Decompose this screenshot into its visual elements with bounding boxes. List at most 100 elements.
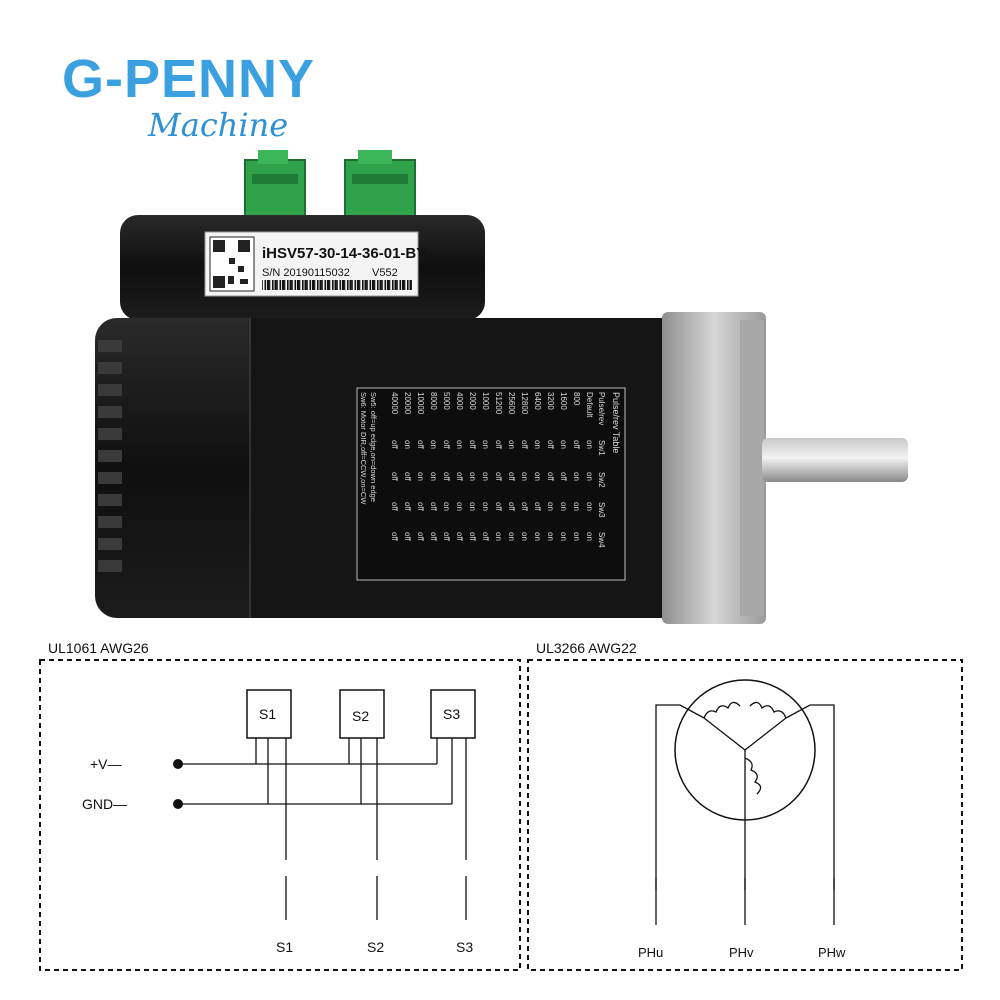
pulse-table-cell: on <box>481 472 490 481</box>
sensor-s3: S3 <box>430 689 476 739</box>
pulse-table-note-1: Sw5: off=up edge,on=down edge <box>369 392 378 502</box>
heatsink-fin <box>98 362 122 374</box>
pulse-table-cell: off <box>520 440 529 450</box>
pulse-table-cell: on <box>481 440 490 449</box>
barcode-bar <box>384 280 387 290</box>
pulse-table-cell: Default <box>585 392 594 418</box>
heatsink-fin <box>98 472 122 484</box>
vplus-terminal <box>173 759 183 769</box>
output-phu-label: PHu <box>638 945 663 960</box>
barcode-bar <box>389 280 391 290</box>
heatsink-fin <box>98 560 122 572</box>
pulse-table-cell: off <box>403 472 412 482</box>
barcode-bar <box>394 280 397 290</box>
wiring-diagrams: S1 S2 S3 +V— GND— S1 S2 S3 <box>39 659 963 971</box>
pulse-table-cell: 6400 <box>533 392 542 410</box>
pulse-table-cell: on <box>416 472 425 481</box>
pulse-table-cell: on <box>507 440 516 449</box>
pulse-table-cell: on <box>559 440 568 449</box>
barcode-bar <box>297 280 300 290</box>
barcode-bar <box>267 280 270 290</box>
pulse-table-cell: on <box>403 440 412 449</box>
barcode-bar <box>379 280 382 290</box>
brand-logo: G-PENNY Machine <box>62 49 316 144</box>
pulse-table-cell: on <box>533 440 542 449</box>
heatsink-fin <box>98 450 122 462</box>
pulse-table-cell: off <box>390 472 399 482</box>
motor-version-label: V552 <box>372 267 398 279</box>
pulse-table-cell: off <box>442 472 451 482</box>
barcode-bar <box>299 280 301 290</box>
pulse-table-cell: on <box>546 502 555 511</box>
pulse-table-cell: on <box>468 472 477 481</box>
barcode-bar <box>364 280 367 290</box>
barcode-bar <box>362 280 364 290</box>
barcode-bar <box>284 280 286 290</box>
heatsink-fins <box>98 340 122 572</box>
barcode-bar <box>399 280 402 290</box>
heatsink-fin <box>98 516 122 528</box>
pulse-table-cell: on <box>481 502 490 511</box>
pulse-table-cell: on <box>559 532 568 541</box>
output-s2-label: S2 <box>367 939 384 955</box>
pulse-table-header: Sw1 <box>597 440 606 456</box>
pulse-table-cell: off <box>390 440 399 450</box>
barcode-bar <box>314 280 316 290</box>
barcode-bar <box>369 280 372 290</box>
barcode-bar <box>327 280 330 290</box>
barcode-bar <box>352 280 353 290</box>
barcode-bar <box>319 280 322 290</box>
pulse-table-cell: off <box>416 532 425 542</box>
pulse-table-cell: 5000 <box>442 392 451 410</box>
barcode-bar <box>302 280 304 290</box>
star-windings <box>655 701 835 925</box>
output-phw-label: PHw <box>818 945 846 960</box>
pulse-table-cell: on <box>533 532 542 541</box>
barcode-bar <box>312 280 315 290</box>
barcode-bar <box>349 280 352 290</box>
barcode-bar <box>404 280 406 290</box>
output-s3-label: S3 <box>456 939 473 955</box>
barcode-bar <box>397 280 398 290</box>
brand-subtitle: Machine <box>148 106 289 144</box>
heatsink-fin <box>98 494 122 506</box>
pulse-table-cell: on <box>442 502 451 511</box>
pulse-table-cell: on <box>572 502 581 511</box>
pulse-table-cell: 8000 <box>429 392 438 410</box>
pulse-table-cell: on <box>429 440 438 449</box>
barcode-bar <box>387 280 390 290</box>
barcode-bar <box>287 280 289 290</box>
pulse-table-cell: 1000 <box>481 392 490 410</box>
barcode-bar <box>277 280 278 290</box>
green-connector-right <box>344 150 416 223</box>
brand-title: G-PENNY <box>62 49 316 109</box>
barcode-bar <box>382 280 383 290</box>
pulse-table-cell: on <box>572 532 581 541</box>
pulse-table-cell: 3200 <box>546 392 555 410</box>
pulse-table-cell: on <box>585 472 594 481</box>
pulse-table-cell: 1600 <box>559 392 568 410</box>
pulse-table-header: Sw4 <box>597 532 606 548</box>
pulse-table-cell: on <box>572 472 581 481</box>
gnd-label: GND— <box>82 796 127 812</box>
barcode-bar <box>372 280 375 290</box>
heatsink-fin <box>98 406 122 418</box>
barcode-bar <box>367 280 368 290</box>
pulse-table-cell: off <box>390 532 399 542</box>
barcode-bar <box>272 280 274 290</box>
green-connector-left <box>244 150 306 223</box>
motor-shaft <box>762 438 908 482</box>
pulse-table-cell: on <box>429 472 438 481</box>
heatsink-fin <box>98 428 122 440</box>
pulse-table-cell: off <box>507 472 516 482</box>
barcode-bar <box>354 280 357 290</box>
svg-text:S1: S1 <box>259 706 276 722</box>
gnd-terminal <box>173 799 183 809</box>
barcode-bar <box>332 280 334 290</box>
barcode-bar <box>294 280 297 290</box>
barcode-bar <box>269 280 271 290</box>
barcode-bar <box>279 280 282 290</box>
barcode-bar <box>324 280 327 290</box>
pulse-table-cell: on <box>546 532 555 541</box>
pulse-table-cell: off <box>546 472 555 482</box>
